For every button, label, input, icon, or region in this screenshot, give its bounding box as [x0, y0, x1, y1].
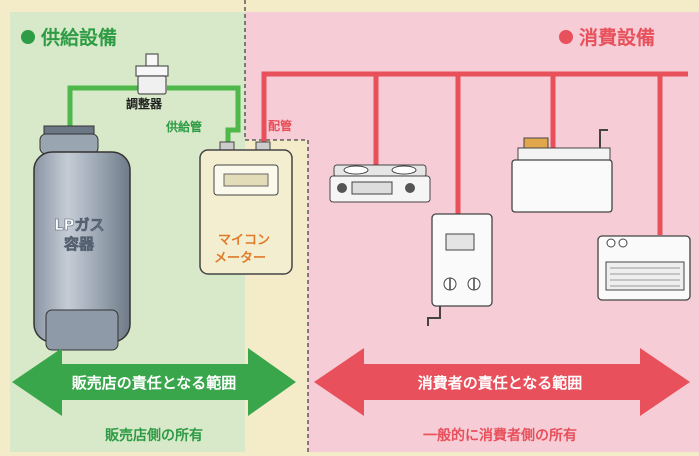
meter-label-line2: メーター	[214, 251, 266, 266]
cylinder-label-line2: 容器	[63, 235, 95, 253]
consumer-piping-line	[261, 71, 688, 240]
water-heater-icon	[427, 213, 493, 326]
bathtub-icon	[511, 129, 613, 213]
meter-label-line1: マイコン	[218, 233, 270, 248]
gas-fan-heater-icon	[597, 235, 691, 301]
piping-label: 配管	[268, 118, 292, 133]
consumer-bullet-icon	[559, 30, 573, 44]
lp-gas-cylinder-icon	[33, 125, 131, 351]
consumer-range-label: 消費者の責任となる範囲	[418, 374, 583, 392]
gas-stove-icon	[329, 164, 431, 203]
boundary-dashed-line	[244, 0, 309, 452]
consumer-owner-label: 一般的に消費者側の所有	[423, 427, 577, 444]
retailer-owner-label: 販売店側の所有	[105, 427, 203, 444]
supply-bullet-icon	[21, 30, 35, 44]
retailer-range-arrow	[12, 348, 296, 416]
consumer-title: 消費設備	[579, 26, 655, 49]
cylinder-label-line1: LPガス	[54, 216, 105, 234]
micom-meter-icon	[199, 141, 293, 275]
regulator-icon	[135, 53, 169, 95]
supply-pipe-label: 供給管	[165, 119, 202, 134]
consumer-range-arrow	[314, 348, 690, 416]
supply-pipe-line	[67, 85, 241, 144]
supply-title: 供給設備	[40, 26, 117, 49]
retailer-range-label: 販売店の責任となる範囲	[72, 374, 237, 392]
regulator-label: 調整器	[126, 96, 163, 111]
